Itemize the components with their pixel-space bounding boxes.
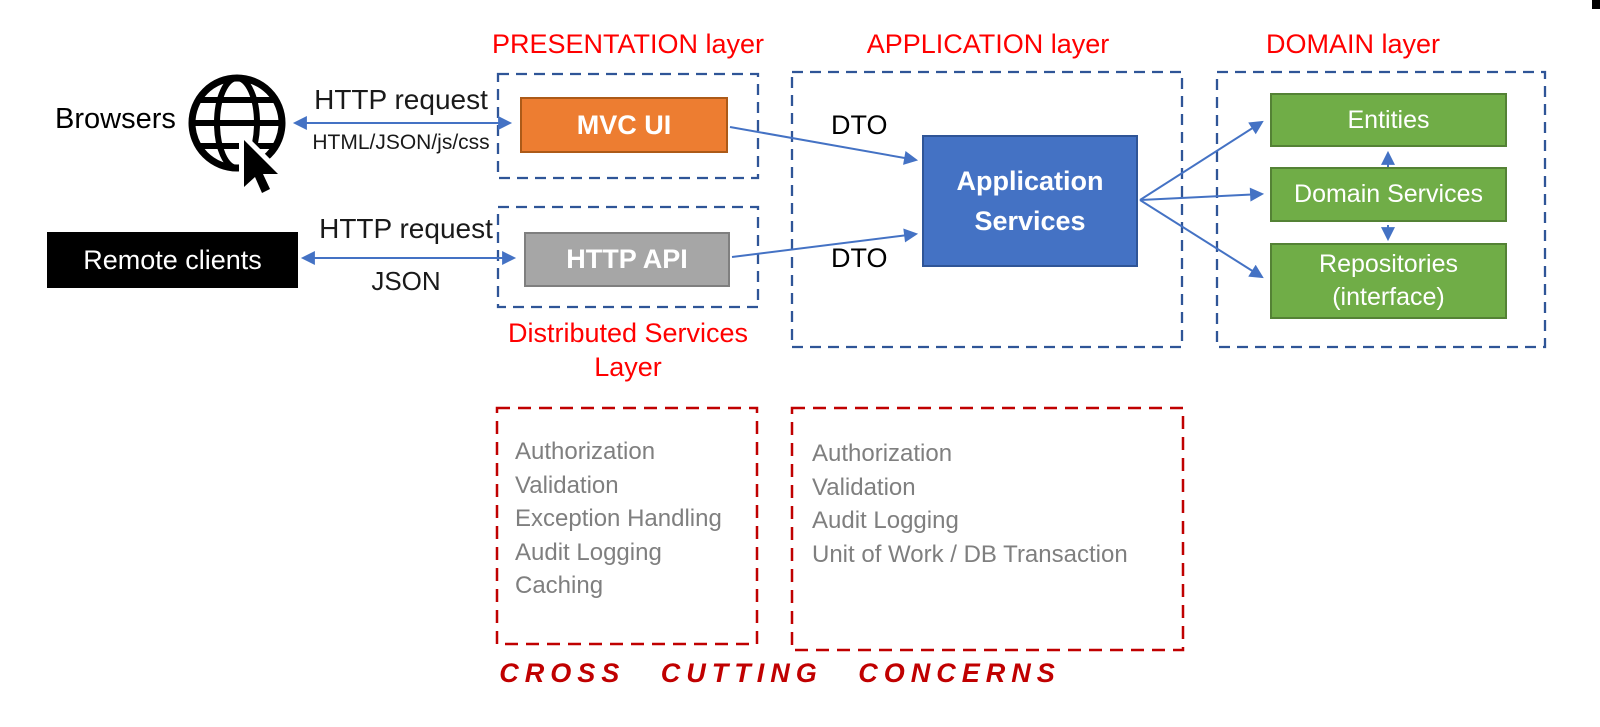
http-api-label: HTTP API bbox=[566, 244, 688, 274]
browsers-label: Browsers bbox=[55, 103, 176, 135]
application-concerns-dashed-box bbox=[790, 406, 1185, 652]
concern-item: Unit of Work / DB Transaction bbox=[812, 540, 1128, 568]
distributed-services-layer-line2: Layer bbox=[594, 352, 662, 382]
repositories-label-line1: Repositories bbox=[1319, 250, 1458, 278]
concern-item: Audit Logging bbox=[812, 507, 959, 534]
mvc-appservices-arrow bbox=[729, 126, 919, 165]
domain-layer-label: DOMAIN layer bbox=[1265, 29, 1441, 59]
application-services-box: Application Services bbox=[922, 135, 1138, 267]
domain-layer-dashed-box bbox=[1215, 70, 1547, 349]
concern-item: Validation bbox=[812, 473, 916, 501]
application-layer-label: APPLICATION layer bbox=[866, 29, 1110, 59]
appservices-entities-arrow bbox=[1139, 120, 1264, 201]
globe-icon bbox=[188, 74, 286, 172]
concern-item: Caching bbox=[515, 572, 604, 599]
dto-bottom-label: DTO bbox=[831, 243, 888, 273]
corner-artifact bbox=[1592, 0, 1600, 9]
concern-item: Validation bbox=[515, 471, 619, 499]
browser-response-label: HTML/JSON/js/css bbox=[312, 131, 490, 154]
concern-item: Audit Logging bbox=[515, 538, 662, 566]
client-response-label: JSON bbox=[371, 266, 441, 296]
client-request-label: HTTP request bbox=[319, 213, 493, 244]
mvc-ui-label: MVC UI bbox=[576, 109, 672, 140]
distributed-concerns-list: Authorization Validation Exception Handl… bbox=[515, 435, 750, 603]
application-layer-dashed-box bbox=[790, 70, 1184, 349]
entities-box: Entities bbox=[1270, 93, 1507, 147]
dto-top-label: DTO bbox=[831, 110, 888, 140]
remote-clients-box: Remote clients bbox=[47, 232, 298, 288]
concern-item: Authorization bbox=[812, 440, 953, 467]
presentation-layer-label: PRESENTATION layer bbox=[491, 29, 765, 59]
entities-label: Entities bbox=[1347, 105, 1430, 134]
concern-item: Exception Handling bbox=[515, 505, 722, 532]
remote-clients-label: Remote clients bbox=[83, 244, 262, 275]
application-services-label-line2: Services bbox=[974, 206, 1086, 236]
application-services-label-line1: Application bbox=[956, 166, 1104, 196]
repositories-box: Repositories (interface) bbox=[1270, 243, 1507, 319]
mvc-ui-box: MVC UI bbox=[520, 97, 728, 153]
application-concerns-list: Authorization Validation Audit Logging U… bbox=[812, 437, 1177, 571]
http-api-box: HTTP API bbox=[524, 232, 730, 287]
browser-request-label: HTTP request bbox=[314, 84, 488, 115]
distributed-services-layer-line1: Distributed Services bbox=[507, 318, 749, 348]
api-appservices-arrow bbox=[731, 228, 919, 258]
distributed-services-layer-label: Distributed Services Layer bbox=[490, 316, 766, 384]
cursor-icon bbox=[239, 135, 283, 198]
domain-services-label: Domain Services bbox=[1294, 180, 1483, 208]
cross-cutting-concerns-label: CROSS CUTTING CONCERNS bbox=[499, 658, 1061, 688]
concern-item: Authorization bbox=[515, 438, 656, 465]
distributed-concerns-dashed-box bbox=[495, 406, 759, 646]
repositories-label-line2: (interface) bbox=[1332, 283, 1445, 311]
appservices-domainservices-arrow bbox=[1139, 187, 1265, 202]
domain-services-box: Domain Services bbox=[1270, 167, 1507, 222]
appservices-repositories-arrow bbox=[1139, 199, 1264, 279]
